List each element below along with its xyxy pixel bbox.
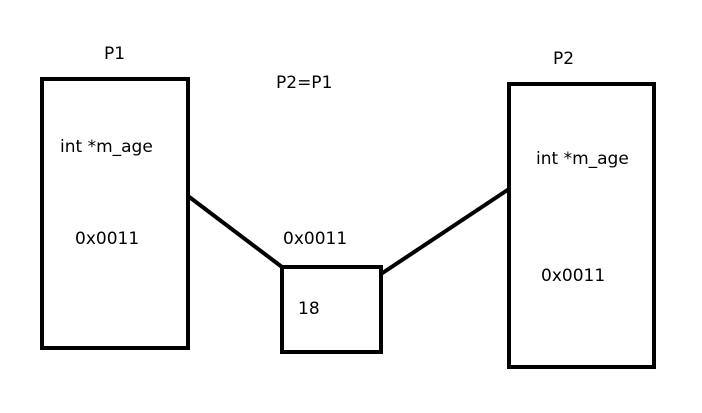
p1-box	[40, 77, 190, 350]
p2-pointer-value: 0x0011	[541, 266, 606, 286]
p2-name: P2	[553, 49, 575, 69]
p1-name: P1	[104, 44, 126, 64]
heap-box	[280, 265, 383, 354]
p1-pointer-value: 0x0011	[75, 229, 140, 249]
assignment-label: P2=P1	[276, 73, 333, 93]
heap-address-label: 0x0011	[283, 229, 348, 249]
heap-value: 18	[298, 299, 320, 319]
p2-box	[507, 82, 656, 369]
p2-field-label: int *m_age	[536, 149, 629, 169]
p2-to-heap-connector	[379, 187, 511, 276]
p1-field-label: int *m_age	[60, 137, 153, 157]
p1-to-heap-connector	[186, 194, 284, 269]
